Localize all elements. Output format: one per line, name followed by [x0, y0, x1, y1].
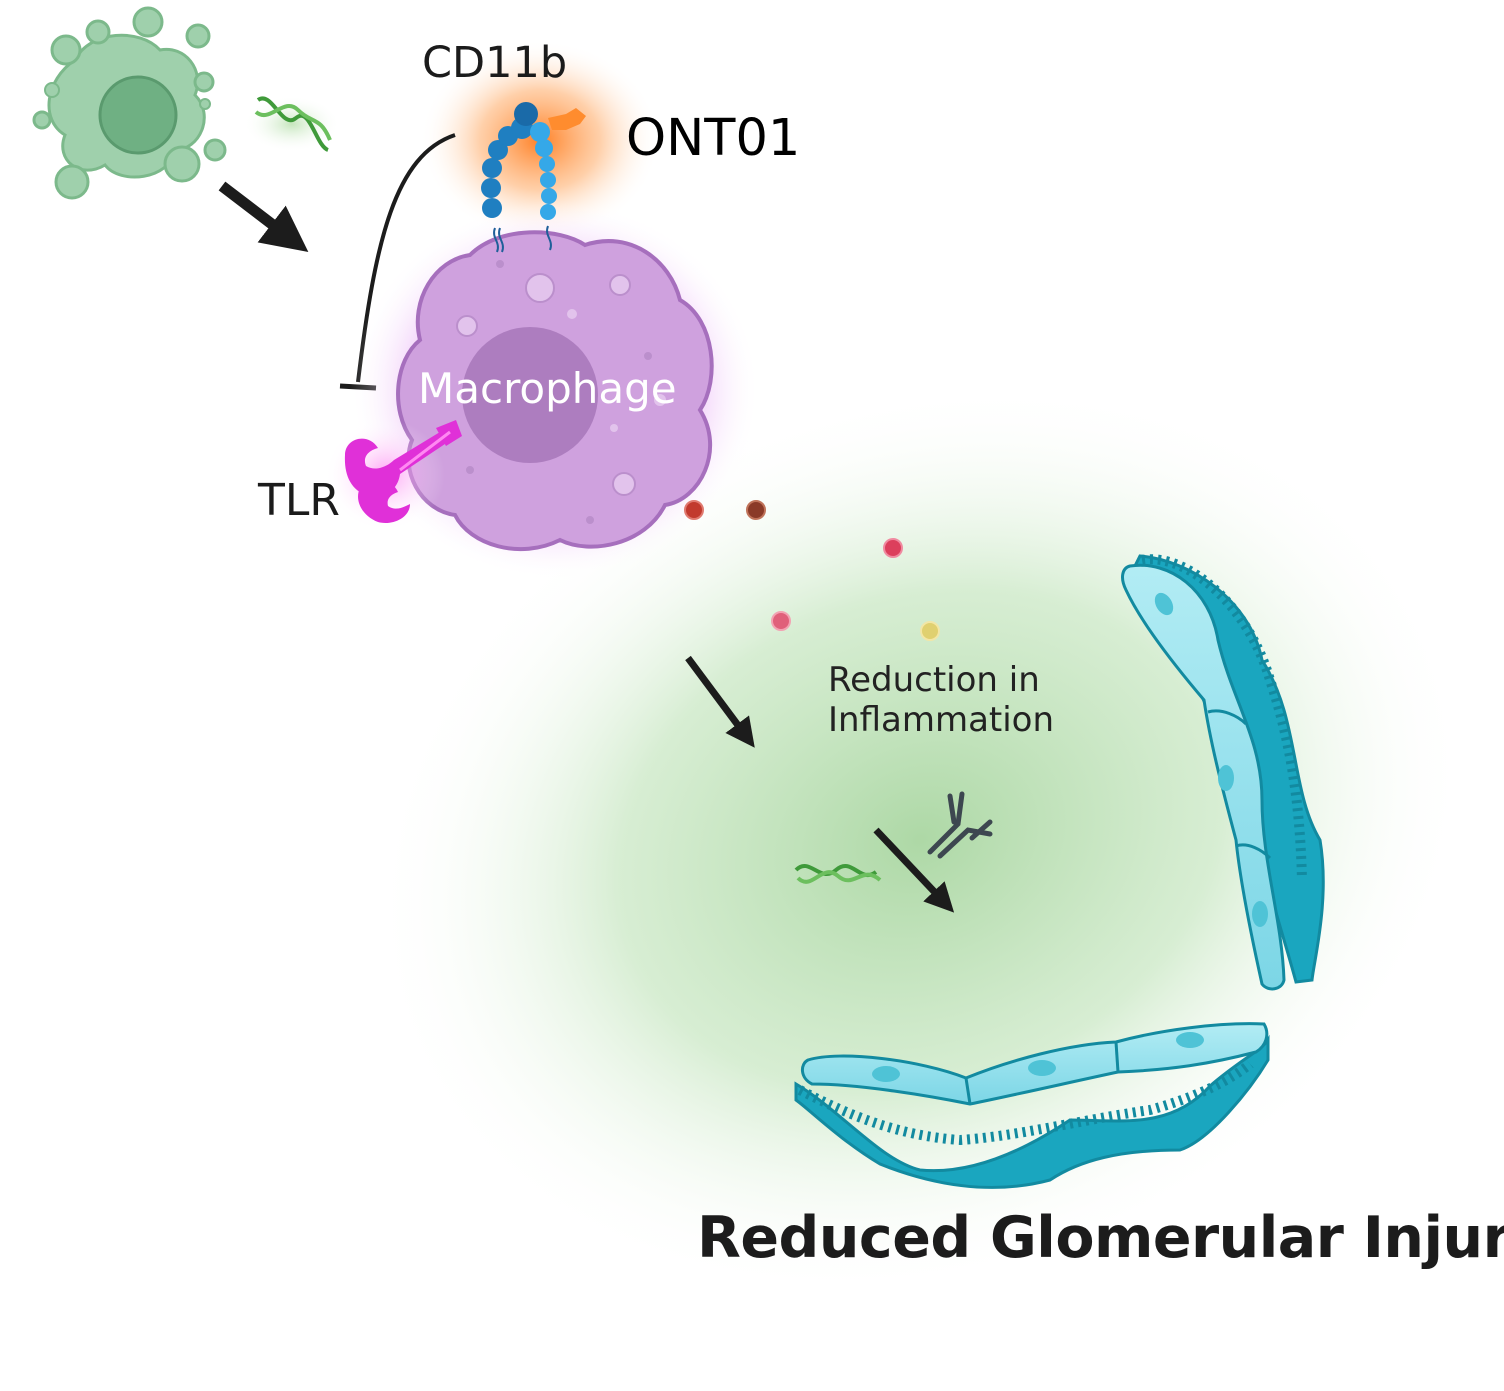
tlr-receptor — [325, 419, 462, 531]
tlr-label: TLR — [258, 475, 340, 526]
arrow-icon — [873, 827, 955, 913]
reduction-in-inflammation-label: Reduction in Inflammation — [828, 660, 1054, 740]
outcome-title: Reduced Glomerular Injury — [697, 1205, 1504, 1271]
antibody-icon — [927, 791, 993, 859]
reduction-label-line2: Inflammation — [828, 700, 1055, 740]
cytokine-icon — [771, 611, 791, 631]
cytokine-icon — [746, 500, 766, 520]
ont01-label: ONT01 — [626, 109, 801, 168]
cytokine-icon — [684, 500, 704, 520]
cd11b-label: CD11b — [422, 38, 568, 88]
dna-icon — [794, 864, 882, 884]
glomerular-wall-right — [1121, 554, 1325, 991]
dna-icon — [244, 96, 340, 152]
cytokine-icon — [883, 538, 903, 558]
macrophage-cell — [396, 230, 714, 552]
arrow-icon — [218, 181, 309, 253]
ont01-molecule — [548, 108, 586, 130]
dying-cell-icon — [32, 6, 227, 200]
glomerular-wall-bottom — [794, 1022, 1270, 1189]
reduction-label-line1: Reduction in — [828, 660, 1040, 700]
arrow-icon — [685, 655, 755, 748]
cd11b-receptor — [481, 102, 557, 253]
macrophage-label: Macrophage — [418, 364, 677, 413]
cytokine-icon — [920, 621, 940, 641]
